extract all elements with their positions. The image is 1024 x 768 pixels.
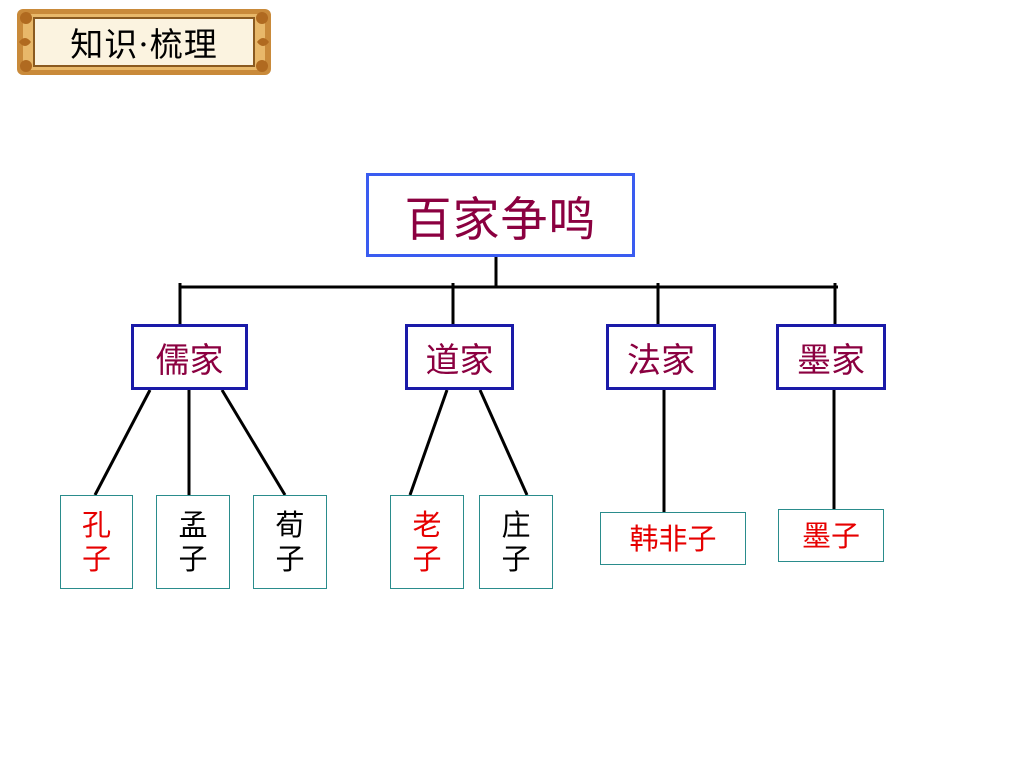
school-node-mohism: 墨家 [776, 324, 886, 390]
person-node-hanfeizi: 韩非子 [600, 512, 746, 565]
school-node-confucianism: 儒家 [131, 324, 248, 390]
person-node-xunzi: 荀 子 [253, 495, 327, 589]
edge-laozi [408, 389, 449, 496]
person-node-mozi: 墨子 [778, 509, 884, 562]
person-node-confucius: 孔 子 [60, 495, 133, 589]
page-title: 知识·梳理 [70, 25, 218, 64]
person-node-zhuangzi: 庄 子 [479, 495, 553, 589]
root-node: 百家争鸣 [366, 173, 635, 257]
section-header-plaque: 知识·梳理 [14, 6, 274, 78]
edge-zhuangzi [478, 389, 529, 496]
person-node-laozi: 老 子 [390, 495, 464, 589]
school-node-taoism: 道家 [405, 324, 514, 390]
school-node-legalism: 法家 [606, 324, 716, 390]
person-node-mencius: 孟 子 [156, 495, 230, 589]
edge-xunzi [220, 389, 287, 496]
ornate-frame-icon [17, 9, 271, 75]
edge-confucius [93, 389, 152, 496]
